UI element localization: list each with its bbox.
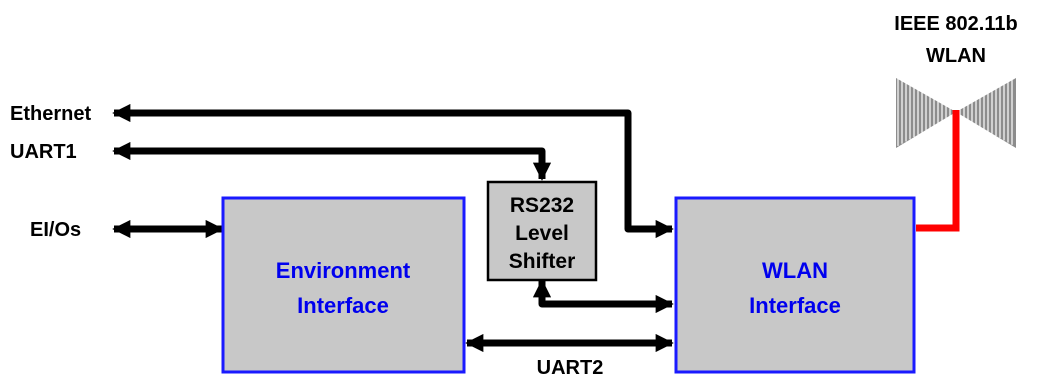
antenna-label-line1: IEEE 802.11b bbox=[894, 13, 1017, 35]
wlan-interface-title-line2: Interface bbox=[749, 293, 841, 318]
shifter-wlan-connection bbox=[532, 279, 674, 314]
uart2-label: UART2 bbox=[537, 357, 604, 376]
ethernet-connection bbox=[112, 103, 674, 239]
rs232-shifter-title-line2: Level bbox=[515, 222, 569, 245]
wlan-interface-block bbox=[674, 196, 916, 374]
rs232-shifter-title-line3: Shifter bbox=[509, 250, 576, 273]
antenna-bowtie-icon bbox=[896, 78, 1016, 148]
wlan-interface-title-line1: WLAN bbox=[762, 258, 828, 283]
uart1-label: UART1 bbox=[10, 141, 77, 163]
environment-interface-block bbox=[221, 196, 466, 374]
rf-link-line bbox=[916, 110, 960, 232]
uart1-connection bbox=[112, 141, 552, 181]
antenna-label-line2: WLAN bbox=[926, 45, 986, 67]
eios-label: EI/Os bbox=[30, 219, 81, 241]
environment-interface-title-line1: Environment bbox=[276, 258, 411, 283]
rs232-shifter-title-line1: RS232 bbox=[510, 194, 574, 217]
ethernet-label: Ethernet bbox=[10, 103, 91, 125]
rs232-level-shifter-block bbox=[486, 180, 598, 282]
environment-interface-title-line2: Interface bbox=[297, 293, 389, 318]
